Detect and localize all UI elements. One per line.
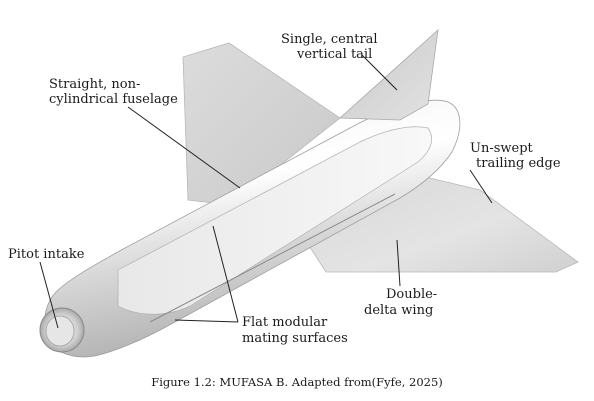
label-trailing-edge: Un-swept trailing edge xyxy=(470,141,561,171)
leader-wing xyxy=(396,239,401,287)
left-wing xyxy=(182,42,341,206)
vertical-tail xyxy=(338,28,439,121)
flat-mating-surface xyxy=(117,126,432,315)
fuselage-lower-edge xyxy=(149,193,396,323)
leader-tail xyxy=(361,54,398,91)
leader-pitot xyxy=(39,261,59,329)
leader-mating-2 xyxy=(174,319,239,323)
pitot-intake-opening xyxy=(45,315,75,347)
label-double-delta-wing: Double- delta wing xyxy=(364,287,441,318)
leader-trailing xyxy=(469,169,493,204)
label-pitot-intake: Pitot intake xyxy=(8,247,85,262)
label-fuselage: Straight, non- cylindrical fuselage xyxy=(49,77,178,107)
label-tail: Single, central vertical tail xyxy=(281,32,382,62)
figure-caption: Figure 1.2: MUFASA B. Adapted from(Fyfe,… xyxy=(151,375,443,389)
label-mating-surfaces: Flat modular mating surfaces xyxy=(242,315,348,346)
leader-mating-1 xyxy=(212,225,239,323)
leader-fuselage xyxy=(127,106,241,189)
